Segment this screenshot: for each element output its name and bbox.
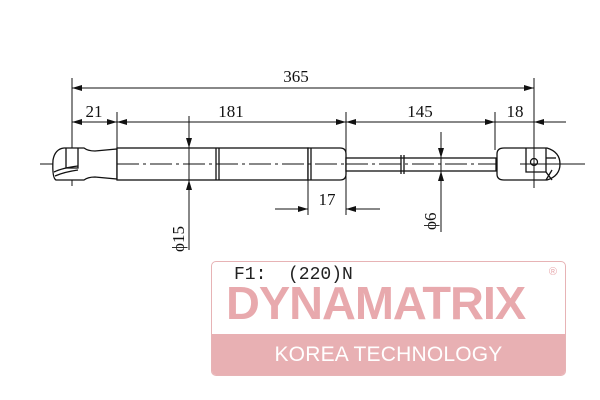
- force-spec-label: F1: (220)N: [234, 265, 353, 285]
- brand-logo: DYNAMATRIX ® KOREA TECHNOLOGY: [211, 261, 566, 376]
- dimension-17-label: 17: [319, 190, 337, 209]
- brand-name: DYNAMATRIX: [226, 277, 526, 329]
- dimension-18-label: 18: [507, 102, 524, 121]
- left-end-fitting: [52, 147, 118, 181]
- dimension-phi15-label: ϕ15: [169, 226, 188, 252]
- extension-lines: [71, 78, 535, 215]
- brand-tagline-band: KOREA TECHNOLOGY: [212, 334, 565, 375]
- brand-tagline: KOREA TECHNOLOGY: [274, 342, 503, 366]
- dimension-181-label: 181: [218, 102, 244, 121]
- dimension-phi6-label: ϕ6: [421, 213, 440, 230]
- dimension-365-label: 365: [283, 67, 309, 86]
- dimension-overall: 365: [72, 67, 534, 91]
- registered-mark: ®: [548, 266, 557, 278]
- dimension-145-label: 145: [407, 102, 433, 121]
- dimension-21-label: 21: [86, 102, 103, 121]
